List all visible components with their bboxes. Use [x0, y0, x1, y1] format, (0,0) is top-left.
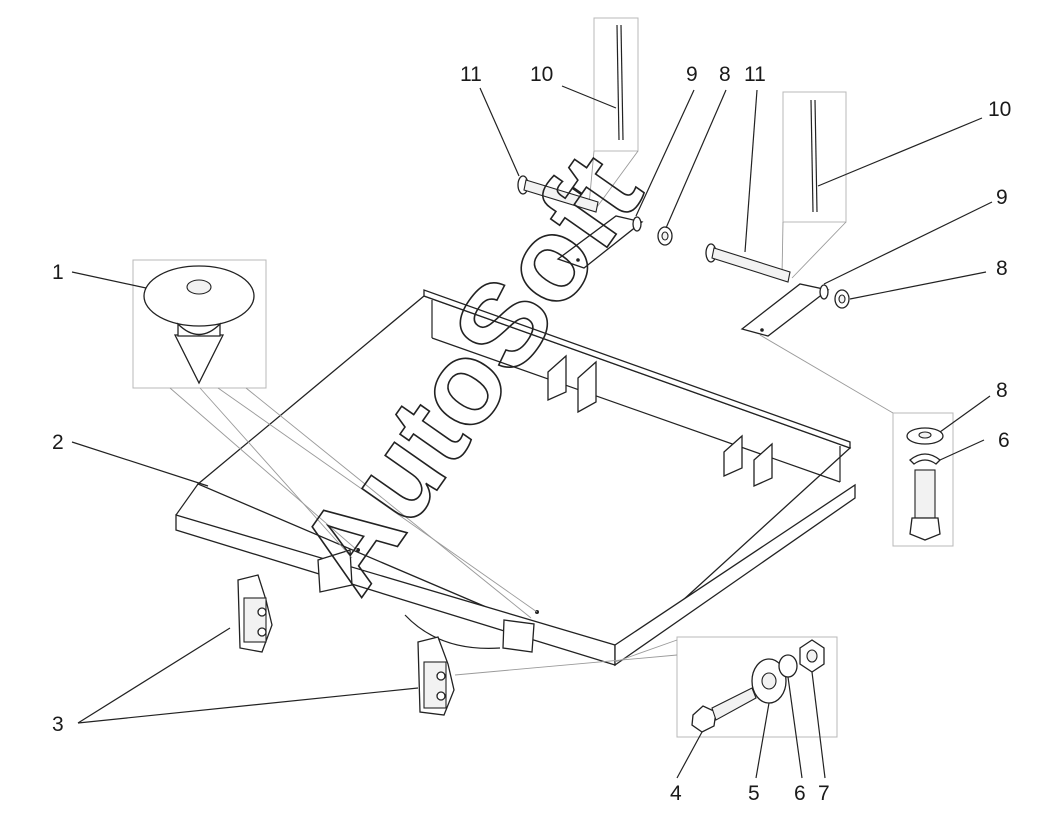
callout-10b: 10: [530, 63, 553, 86]
base-plate: [175, 289, 856, 667]
leader-lines: [71, 85, 993, 779]
pin-assembly-right: [705, 91, 850, 337]
callout-3: 3: [52, 713, 64, 736]
hinge-right: [417, 636, 455, 716]
detail-bolt-set: [454, 636, 838, 738]
detail-bracket-bolt: [759, 334, 954, 547]
callout-8b: 8: [996, 257, 1008, 280]
callout-9b: 9: [686, 63, 698, 86]
callout-11b: 11: [460, 63, 482, 86]
callout-11a: 11: [744, 63, 766, 86]
callout-labels: 1 2 3 4 5 6 7 6 8 8 8 9 9 10 10 11 11: [52, 63, 1011, 805]
callout-8a: 8: [996, 379, 1008, 402]
callout-9a: 9: [996, 186, 1008, 209]
callout-1: 1: [52, 261, 64, 284]
callout-4: 4: [670, 782, 682, 805]
callout-7: 7: [818, 782, 830, 805]
callout-6b: 6: [998, 429, 1010, 452]
callout-6a: 6: [794, 782, 806, 805]
callout-2: 2: [52, 431, 64, 454]
callout-10a: 10: [988, 98, 1011, 121]
callout-5: 5: [748, 782, 760, 805]
callout-8c: 8: [719, 63, 731, 86]
hinge-left: [237, 574, 273, 653]
pin-assembly-left: [517, 17, 673, 269]
detail-clip: [132, 259, 538, 619]
